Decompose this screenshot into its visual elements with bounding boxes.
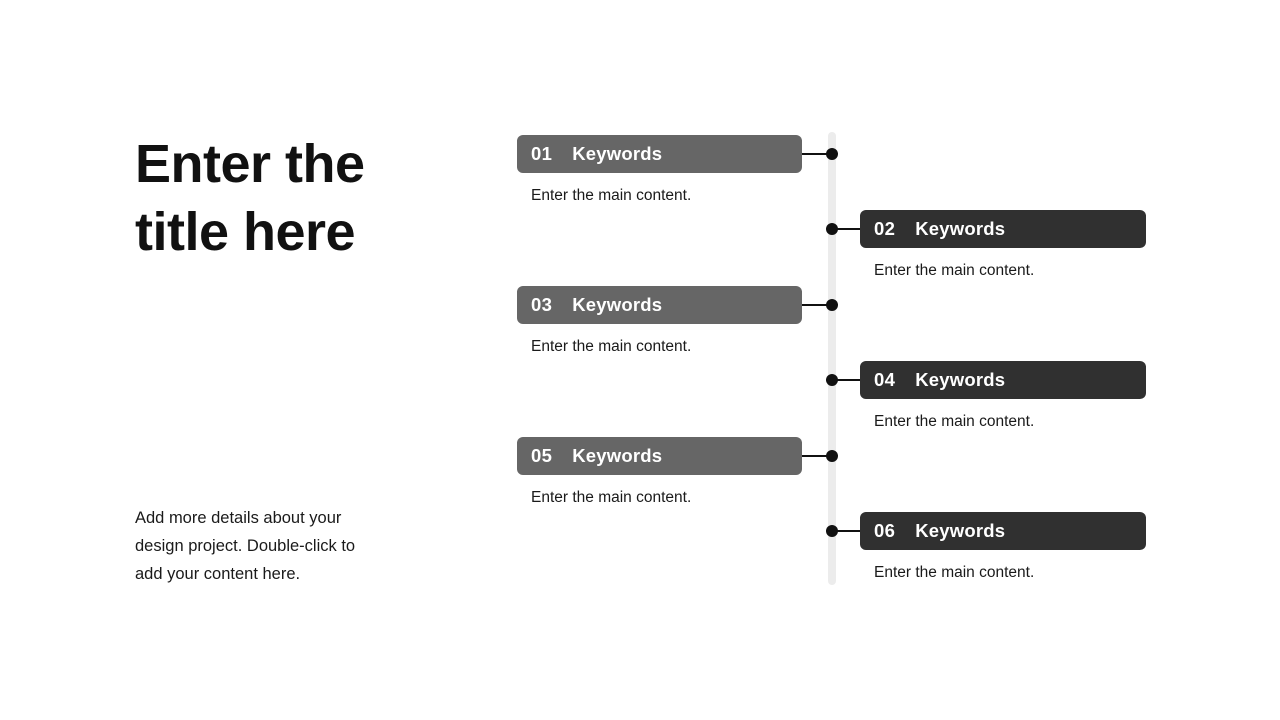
timeline-content-02: Enter the main content. [874,262,1035,279]
timeline-content-04: Enter the main content. [874,413,1035,430]
connector-dot-05 [826,450,838,462]
timeline-number-02: 02 [874,218,896,239]
timeline-label-05: Keywords [572,445,663,466]
timeline-number-06: 06 [874,520,896,541]
timeline-content-06: Enter the main content. [874,564,1035,581]
timeline-bar-02[interactable]: 02 Keywords [860,210,1146,248]
left-column: Enter the title here [135,130,465,266]
connector-dot-02 [826,223,838,235]
connector-dot-03 [826,299,838,311]
timeline-label-04: Keywords [915,369,1006,390]
timeline-bar-06[interactable]: 06 Keywords [860,512,1146,550]
connector-dot-06 [826,525,838,537]
timeline-number-03: 03 [531,294,553,315]
timeline-bar-04[interactable]: 04 Keywords [860,361,1146,399]
timeline-number-04: 04 [874,369,896,390]
connector-line-04 [832,379,862,381]
timeline-label-06: Keywords [915,520,1006,541]
timeline-label-03: Keywords [572,294,663,315]
timeline-number-01: 01 [531,143,553,164]
connector-line-03 [800,304,832,306]
connector-dot-01 [826,148,838,160]
timeline-bar-05[interactable]: 05 Keywords [517,437,802,475]
timeline-content-01: Enter the main content. [531,187,692,204]
connector-line-05 [800,455,832,457]
connector-dot-04 [826,374,838,386]
timeline-bar-01[interactable]: 01 Keywords [517,135,802,173]
timeline-content-05: Enter the main content. [531,489,692,506]
timeline-label-02: Keywords [915,218,1006,239]
connector-line-02 [832,228,862,230]
page-title: Enter the title here [135,134,365,262]
connector-line-01 [800,153,832,155]
connector-line-06 [832,530,862,532]
timeline-label-01: Keywords [572,143,663,164]
timeline-content-03: Enter the main content. [531,338,692,355]
timeline-number-05: 05 [531,445,553,466]
slide-description: Add more details about your design proje… [135,509,356,583]
timeline-bar-03[interactable]: 03 Keywords [517,286,802,324]
timeline-spine [828,132,836,585]
